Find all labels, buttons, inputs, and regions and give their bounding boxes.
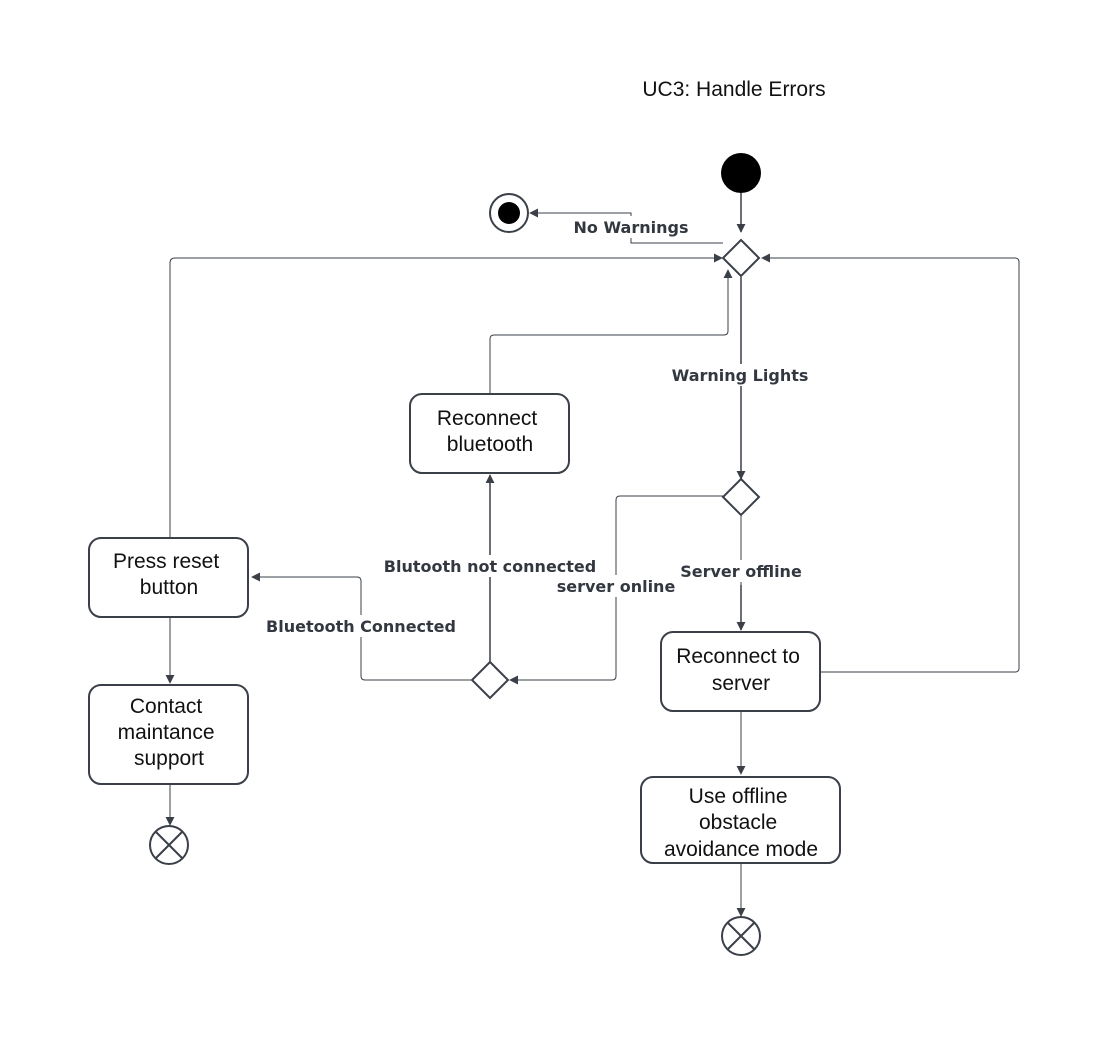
svg-text:Contact maintance: Contact maintance support [118, 695, 221, 770]
decision-bluetooth [470, 660, 510, 700]
svg-text:Reconnect to server: Reconnect to server [676, 645, 806, 695]
label-bluetooth-not-connected: Blutooth not connected [384, 557, 596, 576]
label-server-online: server online [557, 577, 676, 596]
flow-final-node-support [149, 825, 189, 865]
label-bluetooth-connected: Bluetooth Connected [266, 617, 456, 636]
edge-server-to-decision [761, 253, 1020, 673]
node-offline-mode: Use offline obstacle avoidance mode [640, 776, 841, 864]
node-contact-support: Contact maintance support [88, 684, 249, 785]
activity-final-node [489, 193, 529, 233]
svg-text:Reconnect bluetooth: Reconnect bluetooth [437, 407, 543, 456]
svg-text:Press reset button: Press reset button [113, 550, 225, 599]
node-press-reset-button: Press reset button [88, 537, 249, 618]
initial-node [721, 153, 761, 193]
decision-warnings [721, 238, 761, 278]
label-server-offline: Server offline [680, 562, 802, 581]
node-reconnect-bluetooth: Reconnect bluetooth [409, 393, 570, 474]
label-no-warnings: No Warnings [574, 218, 689, 237]
node-reconnect-server: Reconnect to server [660, 631, 821, 712]
label-warning-lights: Warning Lights [672, 366, 809, 385]
edge-reset-to-decision [169, 253, 723, 537]
svg-text:Use offline obstacle: Use offline obstacle avoidance mode [664, 785, 818, 861]
flow-final-node-offline [721, 916, 761, 956]
diagram-title: UC3: Handle Errors [642, 78, 825, 101]
decision-server [721, 477, 761, 517]
edge-bluetooth-to-decision [489, 269, 733, 393]
